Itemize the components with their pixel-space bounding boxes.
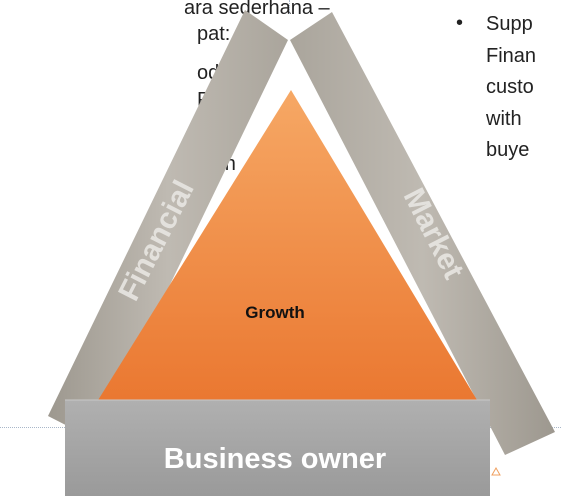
left-text-line-2: pat: (197, 23, 231, 45)
financial-bar (48, 10, 288, 440)
base-bar (65, 400, 490, 496)
orange-triangle (95, 90, 480, 405)
small-marker (491, 466, 501, 476)
business-owner-label: Business owner (164, 443, 386, 475)
right-text-line-2: Finan (486, 45, 537, 67)
guide-line-top (289, 0, 290, 14)
left-text-line-1: ara sederhana – (184, 0, 330, 19)
right-text-line-5: buye (486, 139, 530, 161)
guide-line-left (0, 427, 65, 428)
right-text-line-1: Supp (486, 13, 533, 35)
growth-label: Growth (245, 303, 305, 322)
right-bullet: • (456, 12, 464, 34)
market-bar (290, 12, 555, 455)
right-text-line-4: with (486, 108, 522, 130)
right-text-line-3: custo (486, 76, 534, 98)
